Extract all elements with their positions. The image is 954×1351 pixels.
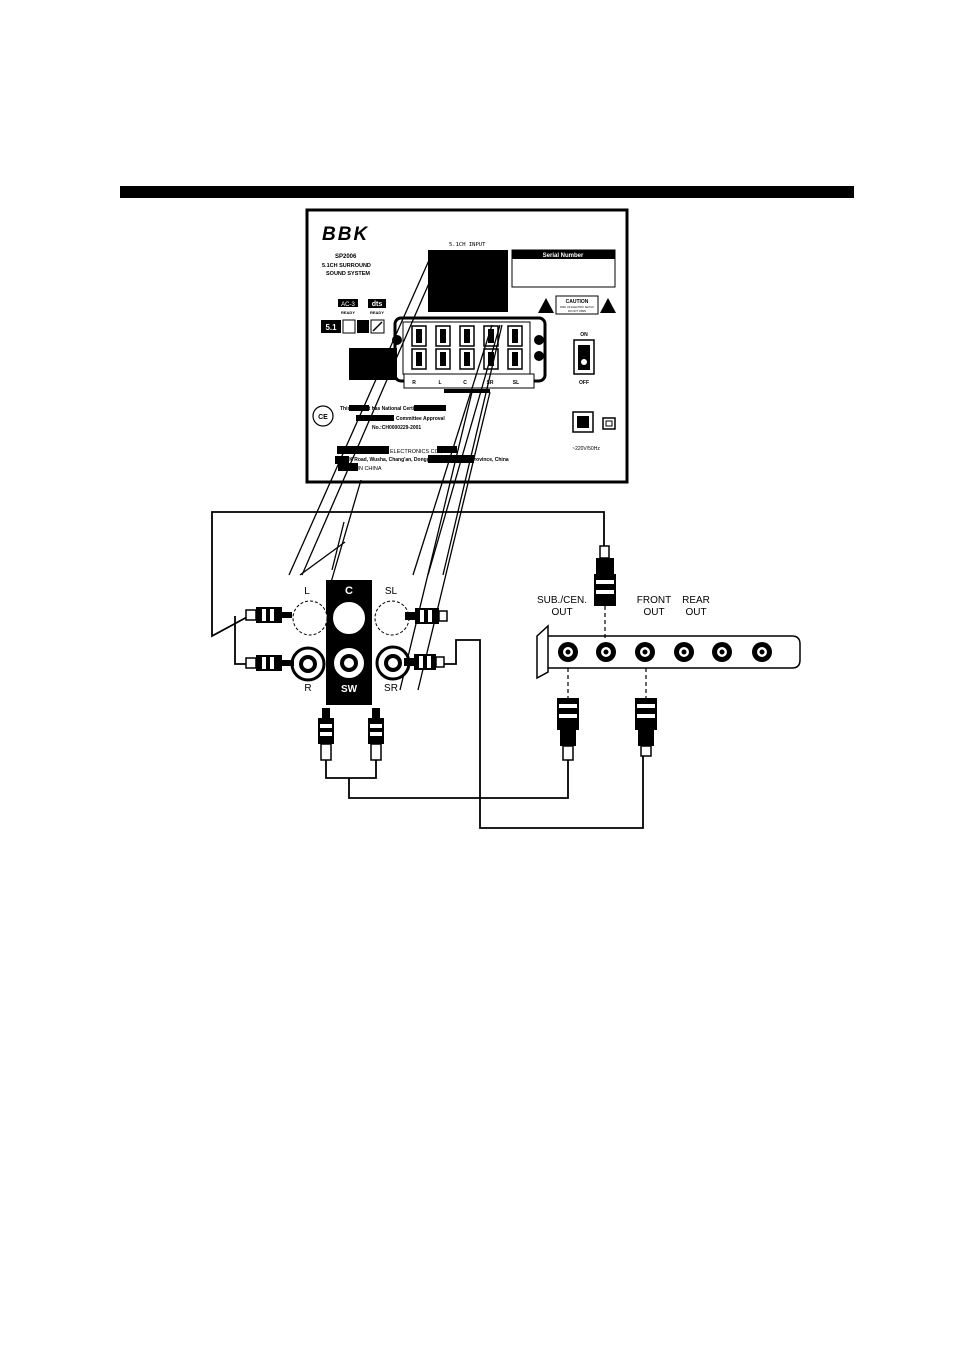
sound-card: SUB./CEN. OUT FRONT OUT REAR OUT <box>536 595 801 680</box>
rca-plug-r <box>245 655 294 671</box>
card-jack-5 <box>712 642 732 662</box>
panel-leader-lines <box>288 257 503 691</box>
address-line: BBK Road, Wusha, Chang'an, Dongguan, Gua… <box>342 457 509 463</box>
dts-logo-icon <box>368 299 386 308</box>
input-connector-block <box>428 250 508 312</box>
card-jack-4 <box>674 642 694 662</box>
sub-cen-label-1: SUB./CEN. <box>537 595 587 606</box>
terminal-label: SL <box>513 380 519 386</box>
house-icon <box>342 319 356 334</box>
approval-line-1: This product has National Certification <box>340 406 432 412</box>
maker-line: ELECTRONICS CO.,LTD <box>390 449 452 455</box>
approval-number: No.:CH0000229-2001 <box>372 425 421 431</box>
subtitle-2: SOUND SYSTEM <box>326 271 370 277</box>
section-rule <box>120 186 854 198</box>
serial-number-label: Serial Number <box>543 253 584 259</box>
jack-label-sr: SR <box>384 683 398 694</box>
speaker-terminal-block <box>392 316 547 383</box>
card-mount-tab <box>536 624 549 680</box>
brand-logo: BBK <box>322 224 369 245</box>
card-jack-rear <box>635 642 655 662</box>
amplifier-label-block <box>349 348 397 380</box>
minus-terminal-icon <box>534 351 544 361</box>
rear-out-label-1: REAR <box>682 595 710 606</box>
jack-label-r: R <box>304 683 311 694</box>
terminal-label: C <box>463 380 467 386</box>
rear-panel: BBK SP2006 5.1CH SURROUND SOUND SYSTEM 5… <box>305 208 629 484</box>
brand-logo-text: BBK <box>322 224 369 245</box>
caution-small-2: DO NOT OPEN <box>568 309 586 313</box>
approval-line-2: Committee Approval <box>396 416 445 422</box>
wire-r-branch <box>234 616 247 665</box>
jack-label-c: C <box>345 585 353 597</box>
ac3-logo-icon <box>338 299 358 307</box>
wire-rear-out <box>434 639 644 829</box>
warning-triangle-icon <box>538 298 554 313</box>
rear-out-label-2: OUT <box>685 607 706 618</box>
model-label: SP2006 <box>335 254 357 260</box>
terminal-pair <box>411 325 427 370</box>
caution-plate: CAUTION RISK OF ELECTRIC SHOCK DO NOT OP… <box>538 295 616 315</box>
card-jack-sub-cen <box>558 642 578 662</box>
rca-plugs-speaker <box>245 607 448 761</box>
switch-off-label: OFF <box>579 380 589 386</box>
ac3-logo-sub: READY <box>341 310 355 315</box>
routing-wires <box>211 511 644 829</box>
rca-plug-sl <box>405 608 448 624</box>
card-jack-front <box>596 642 616 662</box>
rca-plug-sr <box>404 654 445 670</box>
jack-sl <box>374 600 410 636</box>
card-jack-6 <box>752 642 772 662</box>
surround-51-badge-icon <box>321 320 341 333</box>
caution-box <box>555 295 599 315</box>
wire-front-to-l <box>211 511 605 638</box>
dts-logo: dts <box>372 301 383 308</box>
wire-c-sw-join <box>325 760 377 779</box>
power-rating-label: ~220V/50Hz <box>572 446 600 452</box>
front-out-label-1: FRONT <box>637 595 671 606</box>
terminal-pair <box>435 325 451 370</box>
caution-label: CAUTION <box>566 299 589 305</box>
sub-cen-label-2: OUT <box>551 607 572 618</box>
front-out-label-2: OUT <box>643 607 664 618</box>
rca-plug-l <box>245 607 292 623</box>
jack-c <box>331 600 367 636</box>
switch-on-label: ON <box>580 332 588 338</box>
plus-terminal-icon <box>534 335 544 345</box>
warning-triangle-icon <box>600 298 616 313</box>
input-label: 5.1CH INPUT <box>449 242 486 248</box>
serial-number-header <box>512 250 615 259</box>
made-in-label: MADE IN CHINA <box>340 466 382 472</box>
terminal-label: SR <box>487 380 494 386</box>
jack-label-sw: SW <box>341 684 358 695</box>
monitor-icon <box>357 320 369 333</box>
subtitle-1: 5.1CH SURROUND <box>322 263 371 269</box>
certification-mark: CE <box>318 414 328 421</box>
rca-plug-sub-cen-bottom <box>557 668 579 761</box>
terminal-pair <box>459 325 475 370</box>
rca-plug-sw-bottom <box>368 708 384 761</box>
rca-plug-c-bottom <box>318 708 334 761</box>
jack-label-sl: SL <box>385 586 398 597</box>
caution-small-1: RISK OF ELECTRIC SHOCK <box>560 305 594 309</box>
jack-l <box>292 600 328 636</box>
terminal-label: R <box>412 380 416 386</box>
wire-sub-cen <box>348 760 569 799</box>
ac3-logo: AC-3 <box>341 302 355 308</box>
surround-51-badge: 5.1 <box>325 323 337 332</box>
terminal-pair <box>507 325 523 370</box>
rca-plug-rear-bottom <box>635 668 657 757</box>
rca-plug-front-top <box>594 545 616 640</box>
dts-logo-sub: READY <box>370 310 384 315</box>
speaker-jack-panel: L C SL R SW SR <box>290 580 411 705</box>
jack-label-l: L <box>304 586 310 597</box>
terminal-label-strip <box>403 373 535 389</box>
terminal-label: L <box>438 380 441 386</box>
certification-mark-icon <box>312 405 334 427</box>
